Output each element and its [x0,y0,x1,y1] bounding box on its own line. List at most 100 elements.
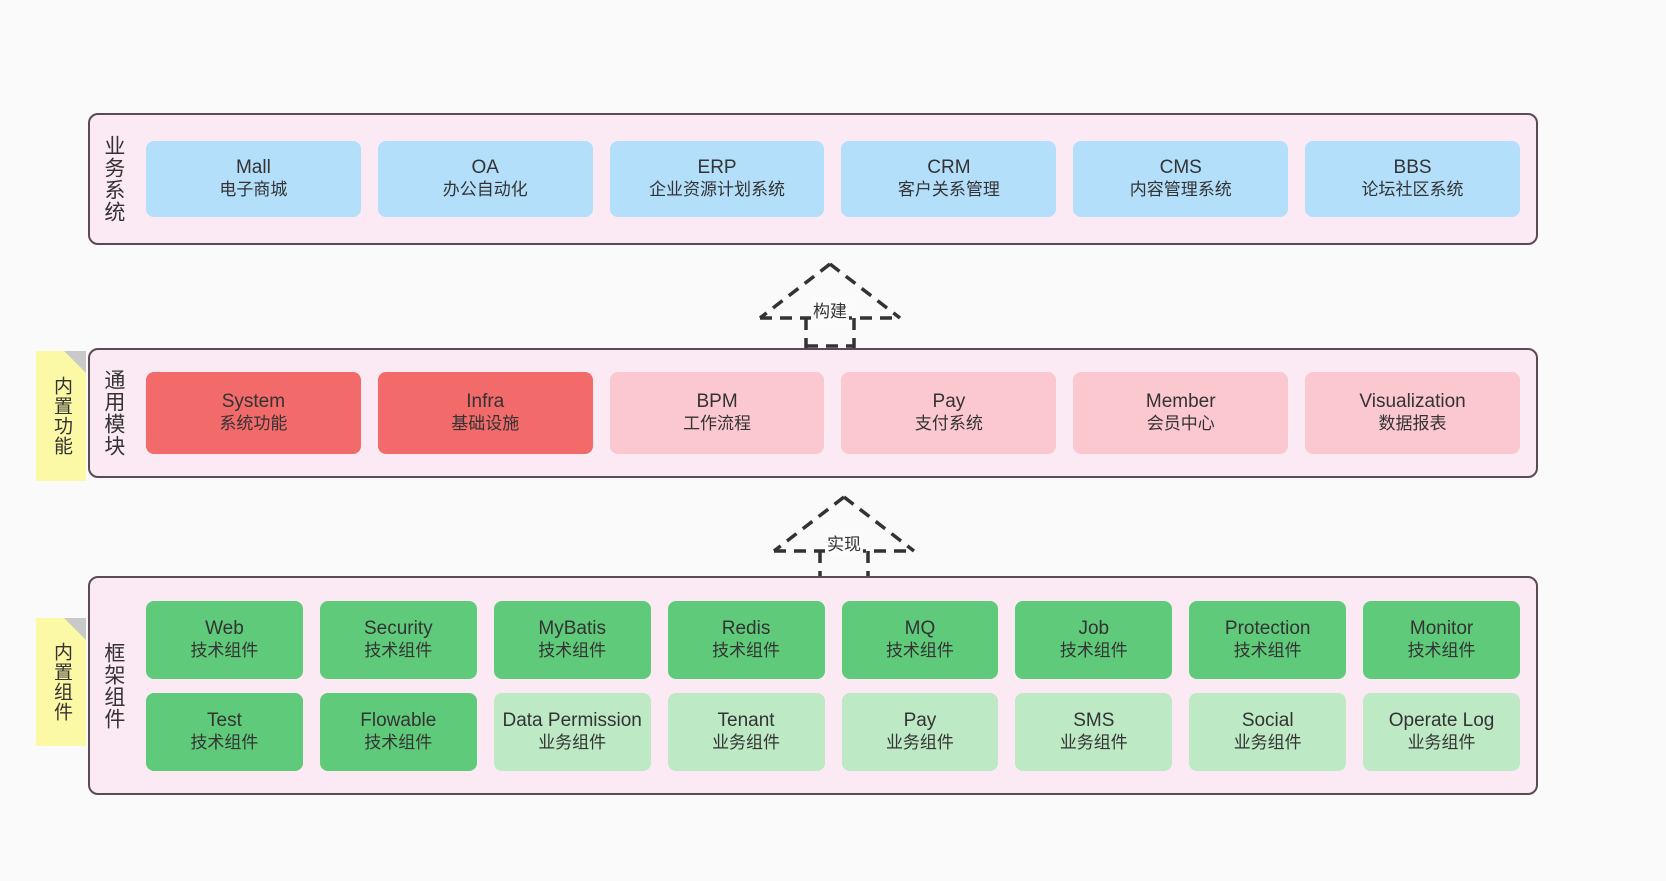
node-security-name: Security [363,617,433,639]
connector-implement: 实现 [770,493,918,581]
sticky-note-builtin-components: 内置组件 [36,618,86,746]
node-mall-name: Mall [235,157,271,179]
node-job-desc: 技术组件 [1059,640,1128,660]
node-crm-desc: 客户关系管理 [897,180,1000,200]
node-pay-module-desc: 支付系统 [914,414,983,434]
node-job[interactable]: Job 技术组件 [1015,600,1173,679]
node-pay-component-name: Pay [903,709,937,731]
node-mq-name: MQ [904,617,936,639]
node-protection[interactable]: Protection 技术组件 [1189,600,1347,679]
node-crm[interactable]: CRM 客户关系管理 [841,141,1057,217]
node-flowable[interactable]: Flowable 技术组件 [319,692,477,771]
connector-build: 构建 [756,260,904,348]
node-protection-desc: 技术组件 [1233,640,1302,660]
sticky-note-builtin-functions-label: 内置功能 [50,376,72,456]
node-infra-desc: 基础设施 [451,414,520,434]
node-cms[interactable]: CMS 内容管理系统 [1073,141,1289,217]
node-data-permission-desc: 业务组件 [538,732,607,752]
node-web[interactable]: Web 技术组件 [146,600,303,679]
node-sms-name: SMS [1073,709,1115,731]
node-pay-module-name: Pay [932,391,966,413]
node-sms-desc: 业务组件 [1059,732,1128,752]
node-crm-name: CRM [927,157,971,179]
node-mall-desc: 电子商城 [219,180,288,200]
node-flowable-name: Flowable [360,709,437,731]
node-bpm-name: BPM [696,391,738,413]
node-social-desc: 业务组件 [1233,732,1302,752]
connector-build-label: 构建 [811,297,849,322]
node-bbs-name: BBS [1393,157,1432,179]
layer-business-system-body: Mall 电子商城 OA 办公自动化 ERP 企业资源计划系统 CRM 客户关系… [136,115,1536,243]
framework-row-business: Test 技术组件 Flowable 技术组件 Data Permission … [146,692,1520,771]
node-redis-name: Redis [721,617,771,639]
sticky-note-builtin-functions: 内置功能 [36,351,86,481]
node-test-name: Test [207,709,242,731]
node-operate-log-name: Operate Log [1388,709,1495,731]
node-mybatis-name: MyBatis [538,617,606,639]
node-bpm[interactable]: BPM 工作流程 [609,372,825,454]
node-infra[interactable]: Infra 基础设施 [377,372,593,454]
node-test-desc: 技术组件 [190,732,259,752]
node-redis-desc: 技术组件 [712,640,781,660]
node-monitor-desc: 技术组件 [1407,640,1476,660]
node-system[interactable]: System 系统功能 [146,372,361,454]
node-member-name: Member [1145,391,1216,413]
node-mybatis-desc: 技术组件 [538,640,607,660]
layer-framework-components-title: 框架组件 [101,641,125,730]
node-bpm-desc: 工作流程 [683,414,752,434]
node-visualization-desc: 数据报表 [1378,414,1447,434]
node-test[interactable]: Test 技术组件 [146,692,303,771]
node-visualization[interactable]: Visualization 数据报表 [1305,372,1520,454]
node-operate-log[interactable]: Operate Log 业务组件 [1363,692,1520,771]
node-monitor[interactable]: Monitor 技术组件 [1363,600,1520,679]
node-flowable-desc: 技术组件 [364,732,433,752]
framework-row-tech: Web 技术组件 Security 技术组件 MyBatis 技术组件 Redi… [146,600,1520,679]
layer-business-system: 业务系统 Mall 电子商城 OA 办公自动化 ERP 企业资源计划系统 CRM… [88,113,1538,245]
node-protection-name: Protection [1224,617,1311,639]
node-security-desc: 技术组件 [364,640,433,660]
node-cms-desc: 内容管理系统 [1129,180,1232,200]
node-oa-name: OA [471,157,499,179]
node-mybatis[interactable]: MyBatis 技术组件 [493,600,651,679]
node-job-name: Job [1078,617,1110,639]
node-oa[interactable]: OA 办公自动化 [377,141,593,217]
node-social[interactable]: Social 业务组件 [1189,692,1347,771]
node-tenant[interactable]: Tenant 业务组件 [667,692,825,771]
node-system-desc: 系统功能 [219,414,288,434]
node-tenant-name: Tenant [717,709,775,731]
layer-common-modules: 通用模块 System 系统功能 Infra 基础设施 BPM 工作流程 Pay… [88,348,1538,478]
node-pay-module[interactable]: Pay 支付系统 [841,372,1057,454]
node-oa-desc: 办公自动化 [442,180,528,200]
node-infra-name: Infra [466,391,505,413]
node-visualization-name: Visualization [1359,391,1466,413]
node-mq[interactable]: MQ 技术组件 [841,600,999,679]
node-pay-component-desc: 业务组件 [885,732,954,752]
node-system-name: System [221,391,286,413]
node-tenant-desc: 业务组件 [712,732,781,752]
modules-row: System 系统功能 Infra 基础设施 BPM 工作流程 Pay 支付系统… [146,372,1520,454]
sticky-note-builtin-components-label: 内置组件 [50,642,72,722]
node-redis[interactable]: Redis 技术组件 [667,600,825,679]
node-mall[interactable]: Mall 电子商城 [146,141,361,217]
node-web-desc: 技术组件 [190,640,259,660]
connector-implement-label: 实现 [825,530,863,555]
node-data-permission[interactable]: Data Permission 业务组件 [493,692,651,771]
node-operate-log-desc: 业务组件 [1407,732,1476,752]
node-data-permission-name: Data Permission [502,709,642,731]
node-social-name: Social [1241,709,1294,731]
node-member[interactable]: Member 会员中心 [1073,372,1289,454]
business-row: Mall 电子商城 OA 办公自动化 ERP 企业资源计划系统 CRM 客户关系… [146,141,1520,217]
node-member-desc: 会员中心 [1146,414,1215,434]
node-erp-desc: 企业资源计划系统 [649,180,786,200]
layer-framework-components-body: Web 技术组件 Security 技术组件 MyBatis 技术组件 Redi… [136,578,1536,793]
node-bbs-desc: 论坛社区系统 [1361,180,1464,200]
node-bbs[interactable]: BBS 论坛社区系统 [1305,141,1520,217]
node-pay-component[interactable]: Pay 业务组件 [841,692,999,771]
node-web-name: Web [205,617,244,639]
node-monitor-name: Monitor [1409,617,1474,639]
node-sms[interactable]: SMS 业务组件 [1015,692,1173,771]
node-erp[interactable]: ERP 企业资源计划系统 [609,141,825,217]
node-security[interactable]: Security 技术组件 [319,600,477,679]
node-cms-name: CMS [1159,157,1202,179]
